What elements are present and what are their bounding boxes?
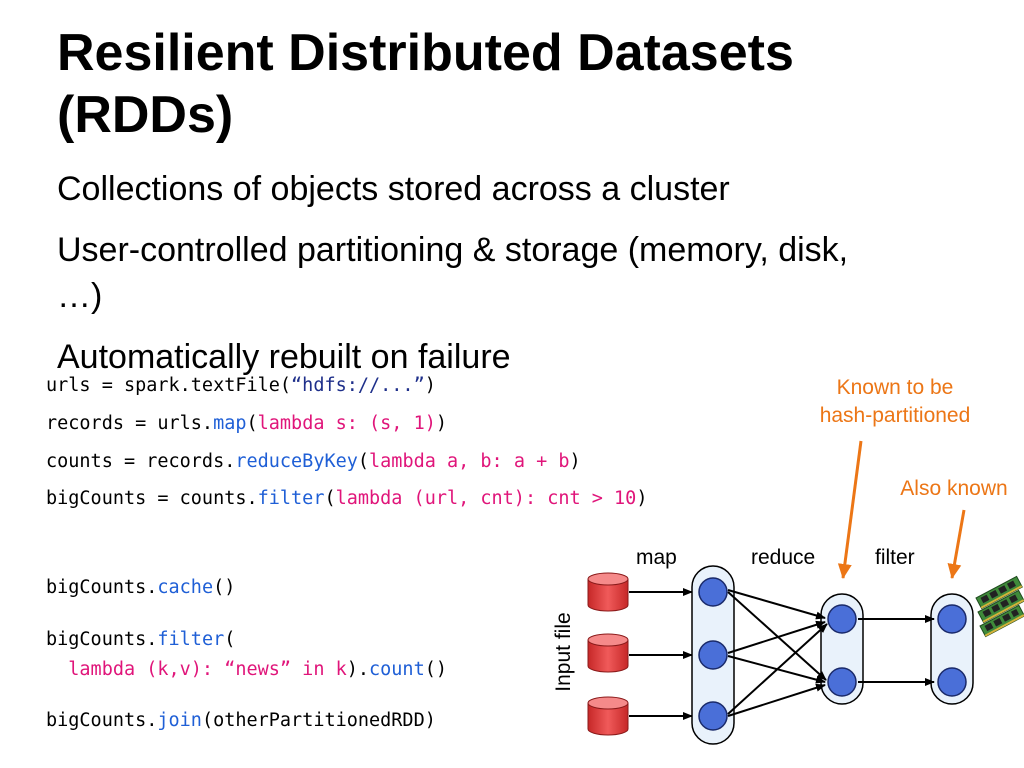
bullet-partitioning-cont: …): [57, 277, 103, 315]
code-line-cache: bigCounts.cache(): [46, 577, 236, 598]
filter-node-1: [937, 604, 967, 634]
slide-title: Resilient Distributed Datasets (RDDs): [57, 22, 794, 146]
shuffle-edges: [727, 589, 828, 717]
reduce-node-2: [827, 667, 857, 697]
label-reduce: reduce: [751, 546, 816, 569]
arrow-also-known: [947, 509, 966, 579]
label-map: map: [636, 546, 677, 569]
map-node-1: [698, 577, 728, 607]
title-line-1: Resilient Distributed Datasets: [57, 24, 794, 82]
memory-icon: [975, 575, 1024, 638]
reduce-node-1: [827, 604, 857, 634]
bullet-collections: Collections of objects stored across a c…: [57, 170, 730, 208]
label-filter: filter: [875, 546, 915, 569]
code-line-join: bigCounts.join(otherPartitionedRDD): [46, 710, 436, 731]
code-line-filter-lambda: lambda (k,v): “news” in k).count(): [68, 659, 447, 680]
filter-node-2: [937, 667, 967, 697]
input-cylinder-1: [587, 572, 629, 612]
map-node-3: [698, 701, 728, 731]
code-line-records: records = urls.map(lambda s: (s, 1)): [46, 413, 447, 434]
note-also-known: Also known: [900, 477, 1008, 500]
code-line-bigcounts: bigCounts = counts.filter(lambda (url, c…: [46, 488, 648, 509]
note-hash-partitioned: Known to be hash-partitioned: [819, 376, 971, 427]
map-node-2: [698, 640, 728, 670]
code-line-filter: bigCounts.filter(: [46, 629, 236, 650]
input-cylinder-3: [587, 696, 629, 736]
title-line-2: (RDDs): [57, 86, 234, 144]
bullet-partitioning: User-controlled partitioning & storage (…: [57, 231, 849, 269]
input-cylinder-2: [587, 633, 629, 673]
code-line-counts: counts = records.reduceByKey(lambda a, b…: [46, 451, 581, 472]
code-line-urls: urls = spark.textFile(“hdfs://...”): [46, 375, 436, 396]
bullet-rebuilt: Automatically rebuilt on failure: [57, 338, 511, 376]
arrow-hash-partitioned: [837, 440, 863, 579]
